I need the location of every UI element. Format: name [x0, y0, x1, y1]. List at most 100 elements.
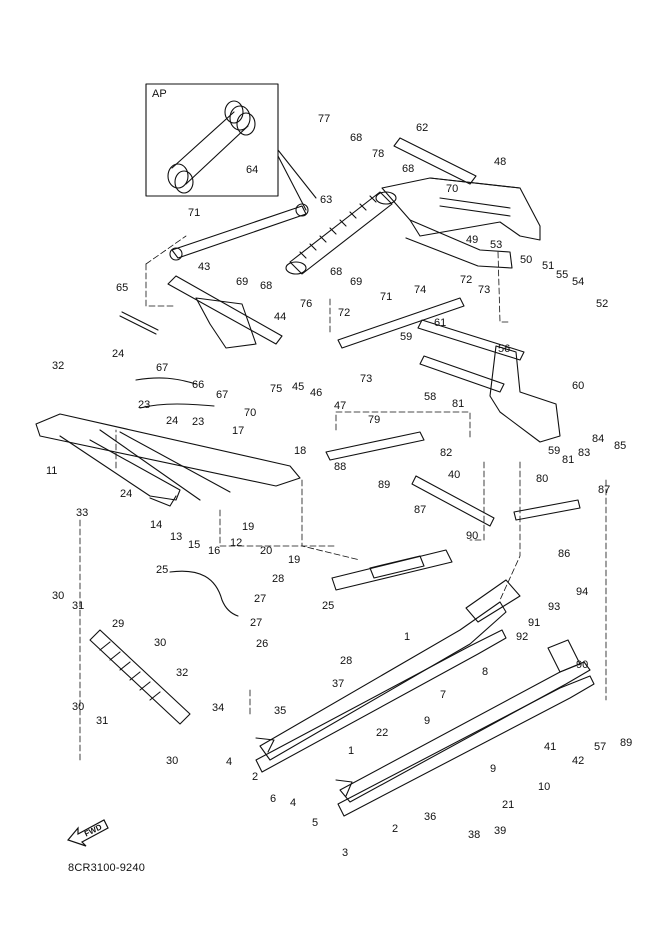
callout: 72 — [460, 274, 473, 286]
callout: 26 — [256, 638, 269, 650]
callout: 14 — [150, 519, 163, 531]
callout: 54 — [572, 276, 585, 288]
callout: 81 — [562, 454, 575, 466]
callout: 1 — [348, 745, 355, 757]
callout: 1 — [404, 631, 411, 643]
callout: 57 — [594, 741, 607, 753]
inset-box — [145, 83, 279, 197]
callout: 47 — [334, 400, 347, 412]
callout: 12 — [230, 537, 243, 549]
callout: 85 — [614, 440, 627, 452]
callout: 68 — [330, 266, 343, 278]
callout: 53 — [490, 239, 503, 251]
callout: 41 — [544, 741, 557, 753]
callout: 5 — [312, 817, 319, 829]
callout: 9 — [424, 715, 431, 727]
callout: 89 — [620, 737, 633, 749]
callout: 7 — [440, 689, 447, 701]
callout: 31 — [72, 600, 85, 612]
callout: 24 — [166, 415, 179, 427]
callout: 69 — [236, 276, 249, 288]
callout: 40 — [448, 469, 461, 481]
callout: 84 — [592, 433, 605, 445]
callout: 28 — [340, 655, 353, 667]
callout: 45 — [292, 381, 305, 393]
callout: 73 — [360, 373, 373, 385]
callout: 39 — [494, 825, 507, 837]
callout: 79 — [368, 414, 381, 426]
callout: 68 — [350, 132, 363, 144]
callout: 20 — [260, 545, 273, 557]
callout: 80 — [536, 473, 549, 485]
callout: 13 — [170, 531, 183, 543]
callout: 87 — [598, 484, 611, 496]
callout: 82 — [440, 447, 453, 459]
callout: 71 — [188, 207, 201, 219]
callout: 87 — [414, 504, 427, 516]
callout: 30 — [72, 701, 85, 713]
callout: 69 — [350, 276, 363, 288]
callout: 89 — [378, 479, 391, 491]
callout: 8 — [482, 666, 489, 678]
callout: 44 — [274, 311, 287, 323]
callout: 67 — [156, 362, 169, 374]
callout: 24 — [120, 488, 133, 500]
callout: 15 — [188, 539, 201, 551]
callout: 50 — [520, 254, 533, 266]
callout: 4 — [226, 756, 233, 768]
callout: 30 — [154, 637, 167, 649]
callout: 58 — [424, 391, 437, 403]
callout: 4 — [290, 797, 297, 809]
callout: 49 — [466, 234, 479, 246]
callout: 6 — [270, 793, 277, 805]
callout: 25 — [322, 600, 335, 612]
callout: 66 — [192, 379, 205, 391]
callout: 60 — [572, 380, 585, 392]
callout: 16 — [208, 545, 221, 557]
callout: 43 — [198, 261, 211, 273]
callout: 76 — [300, 298, 313, 310]
callout: 70 — [244, 407, 257, 419]
callout: 37 — [332, 678, 345, 690]
callout: 27 — [254, 593, 267, 605]
callout: 73 — [478, 284, 491, 296]
callout: 61 — [434, 317, 447, 329]
callout: 48 — [494, 156, 507, 168]
callout: 42 — [572, 755, 585, 767]
callout: 59 — [548, 445, 561, 457]
callout: 27 — [250, 617, 263, 629]
callout: 31 — [96, 715, 109, 727]
boot-part-drawing — [167, 100, 256, 194]
front-arm-drawing — [35, 413, 301, 507]
callout: 17 — [232, 425, 245, 437]
callout: 32 — [176, 667, 189, 679]
callout: 33 — [76, 507, 89, 519]
callout: 83 — [578, 447, 591, 459]
callout: 36 — [424, 811, 437, 823]
callout: 71 — [380, 291, 393, 303]
callout: 18 — [294, 445, 307, 457]
callout: 62 — [416, 122, 429, 134]
callout: 21 — [502, 799, 515, 811]
callout: 46 — [310, 387, 323, 399]
callout: 24 — [112, 348, 125, 360]
callout: 64 — [246, 164, 259, 176]
callout: 30 — [166, 755, 179, 767]
callout: 92 — [516, 631, 529, 643]
callout: 23 — [192, 416, 205, 428]
callout: 3 — [342, 847, 349, 859]
callout: 22 — [376, 727, 389, 739]
callout: 2 — [392, 823, 399, 835]
callout: 72 — [338, 307, 351, 319]
callout: 68 — [402, 163, 415, 175]
callout: 88 — [334, 461, 347, 473]
callout: 2 — [252, 771, 259, 783]
callout: 93 — [548, 601, 561, 613]
callout: 10 — [538, 781, 551, 793]
callout: 55 — [556, 269, 569, 281]
rear-shock-drawing — [285, 191, 397, 275]
callout: 35 — [274, 705, 287, 717]
callout: 91 — [528, 617, 541, 629]
callout: 68 — [260, 280, 273, 292]
